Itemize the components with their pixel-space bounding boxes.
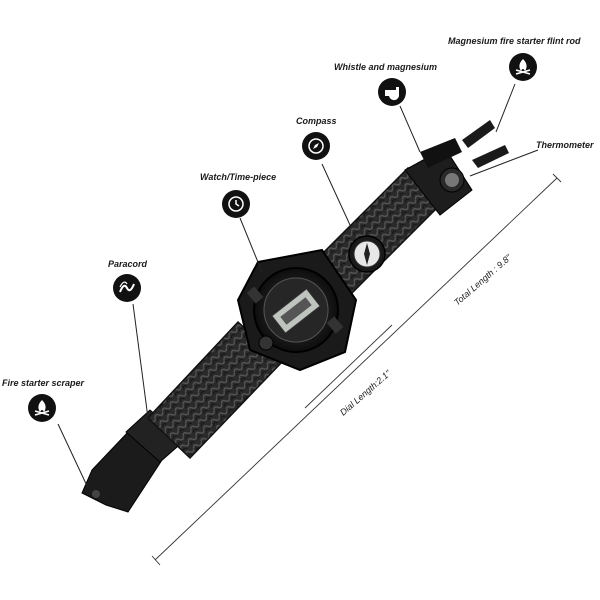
label-magnesium-rod: Magnesium fire starter flint rod xyxy=(448,36,581,46)
pointer-compass xyxy=(321,163,351,226)
pointer-magnesium xyxy=(495,83,516,133)
dimension-lines xyxy=(151,173,562,566)
flint-rod xyxy=(462,120,495,148)
label-whistle: Whistle and magnesium xyxy=(334,62,438,72)
label-thermometer: Thermometer xyxy=(536,140,594,150)
campfire-icon xyxy=(28,394,56,422)
pointer-whistle xyxy=(399,105,421,153)
pointer-paracord xyxy=(132,303,149,419)
label-paracord: Paracord xyxy=(108,259,148,269)
campfire-icon xyxy=(509,53,537,81)
label-compass: Compass xyxy=(296,116,337,126)
pointer-thermometer xyxy=(469,149,539,177)
whistle-body xyxy=(420,138,462,168)
label-watch: Watch/Time-piece xyxy=(200,172,277,182)
label-fire-scraper: Fire starter scraper xyxy=(2,378,85,388)
pointer-watch xyxy=(239,217,263,273)
total-length-line xyxy=(154,177,558,561)
rope-icon xyxy=(113,274,141,302)
whistle-icon xyxy=(378,78,406,106)
compass-dial xyxy=(348,235,386,273)
clock-icon xyxy=(222,190,250,218)
compass-icon xyxy=(302,132,330,160)
pointer-scraper xyxy=(57,423,89,489)
watch-face xyxy=(236,248,358,372)
dial-length-line xyxy=(304,324,393,409)
